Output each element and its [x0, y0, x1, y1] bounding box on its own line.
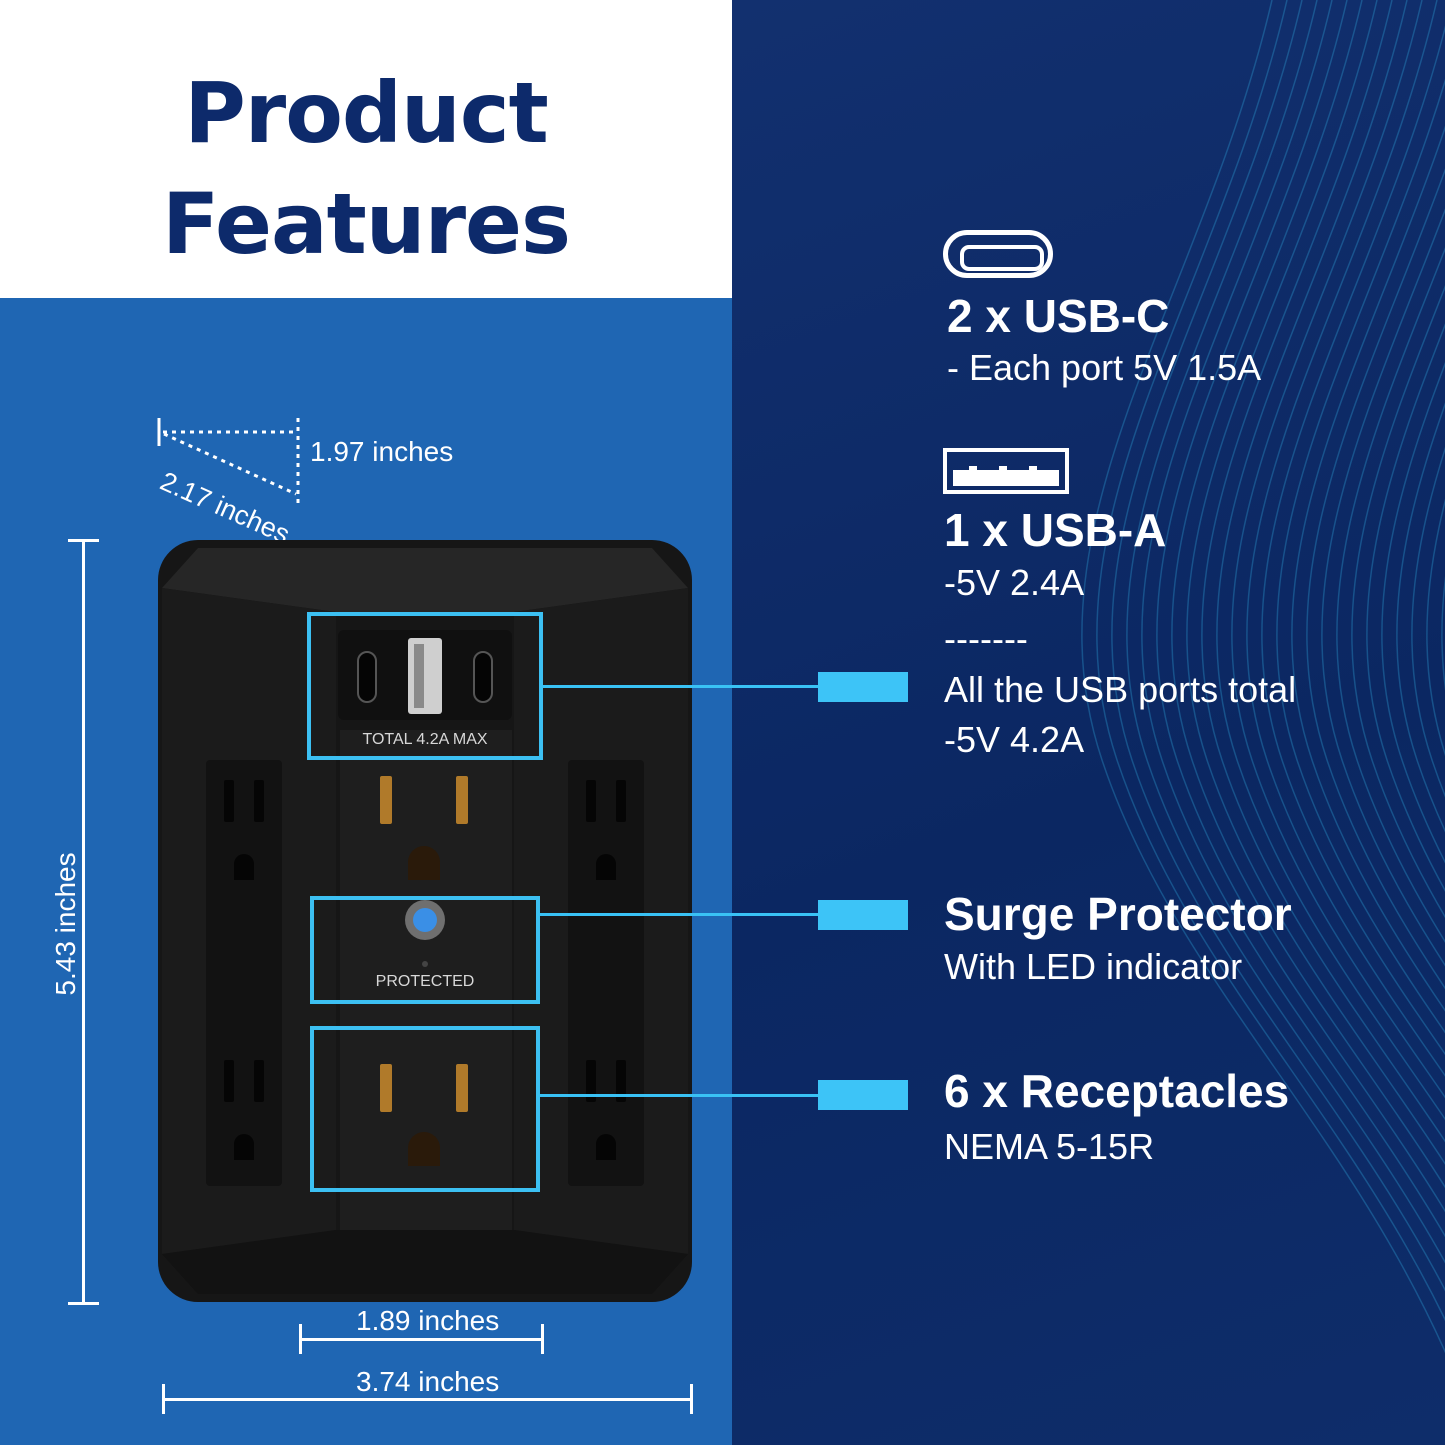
inner-width-label: 1.89 inches: [356, 1305, 500, 1336]
wave-line: [1126, 0, 1445, 1264]
wave-line: [1396, 402, 1445, 833]
wave-line: [1141, 0, 1445, 1238]
usb-total-line1: All the USB ports total: [944, 669, 1297, 710]
surge-led-highlight: [310, 896, 540, 1004]
outer-width-cap-left: [162, 1384, 165, 1414]
receptacle-connector-bar: [818, 1080, 908, 1110]
usb-connector-bar: [818, 672, 908, 702]
usb-c-icon: [943, 230, 1053, 278]
height-cap-bottom: [68, 1302, 99, 1305]
page-title-line2: Features: [162, 175, 571, 273]
page-title-line1: Product: [184, 64, 549, 162]
wave-line: [1111, 0, 1445, 1292]
wave-line: [1261, 25, 1445, 1056]
wave-line: [1171, 0, 1445, 1189]
wave-line: [1306, 168, 1445, 990]
title-panel: [0, 0, 732, 298]
outer-width-label: 3.74 inches: [356, 1366, 500, 1397]
usb-a-icon: [943, 448, 1069, 494]
wave-line: [1366, 323, 1445, 892]
wave-line: [1381, 361, 1445, 864]
surge-connector-bar: [818, 900, 908, 930]
inner-width-line: [300, 1338, 544, 1341]
height-cap-top: [68, 539, 99, 542]
surge-spec: With LED indicator: [944, 946, 1243, 987]
usb-ports-highlight: [307, 612, 543, 760]
wave-line: [1201, 0, 1445, 1143]
wave-line: [1411, 446, 1445, 798]
receptacle-highlight: [310, 1026, 540, 1192]
wave-line: [1186, 0, 1445, 1165]
protected-label: PROTECTED: [375, 973, 475, 990]
usb-c-spec: - Each port 5V 1.5A: [947, 347, 1262, 388]
usb-total-line2: -5V 4.2A: [944, 719, 1085, 760]
surge-title: Surge Protector: [944, 888, 1292, 940]
wave-line: [1351, 285, 1445, 919]
wave-line: [1096, 0, 1445, 1322]
surge-connector-line: [538, 913, 821, 916]
depth-dimension-graphic: [157, 418, 300, 505]
feature-panel: [732, 0, 1445, 1445]
wave-line: [1246, 0, 1445, 1077]
receptacles-spec: NEMA 5-15R: [944, 1126, 1155, 1167]
usb-a-spec: -5V 2.4A: [944, 562, 1085, 603]
inner-width-cap-right: [541, 1324, 544, 1354]
usb-c-title: 2 x USB-C: [947, 290, 1170, 342]
inner-width-cap-left: [299, 1324, 302, 1354]
usb-a-title: 1 x USB-A: [944, 504, 1167, 556]
depth-label: 1.97 inches: [310, 436, 454, 467]
decorative-wave-lines: [1081, 0, 1445, 1354]
wave-line: [1216, 0, 1445, 1121]
receptacles-title: 6 x Receptacles: [944, 1065, 1290, 1117]
outer-width-cap-right: [690, 1384, 693, 1414]
wall-outlet-device: [158, 540, 692, 1302]
usb-divider: -------: [944, 618, 1028, 659]
wave-line: [1156, 0, 1445, 1213]
height-label: 5.43 inches: [50, 852, 81, 996]
usb-connector-line: [541, 685, 821, 688]
wave-line: [1291, 125, 1445, 1012]
height-dimension-line: [82, 540, 85, 1305]
wave-line: [1276, 78, 1445, 1034]
wave-line: [1336, 247, 1445, 943]
wave-line: [1321, 208, 1445, 967]
wave-line: [1081, 0, 1445, 1354]
wave-line: [1231, 0, 1445, 1099]
outer-width-line: [163, 1398, 693, 1401]
receptacle-connector-line: [538, 1094, 821, 1097]
usb-max-label: TOTAL 4.2A MAX: [362, 731, 488, 748]
